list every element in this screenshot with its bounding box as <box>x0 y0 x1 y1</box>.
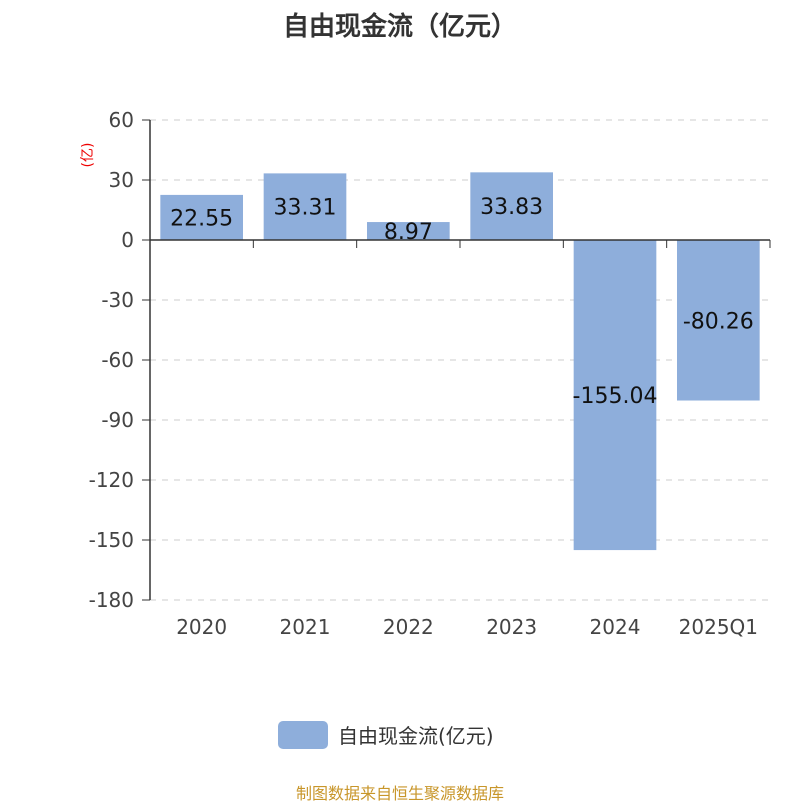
y-tick-label: -30 <box>101 288 134 312</box>
y-tick-label: -180 <box>89 588 134 612</box>
y-tick-label: 0 <box>121 228 134 252</box>
bar <box>367 222 450 240</box>
y-tick-label: -90 <box>101 408 134 432</box>
y-tick-label: -120 <box>89 468 134 492</box>
legend[interactable]: 自由现金流(亿元) <box>278 720 494 749</box>
x-tick-label: 2023 <box>486 615 537 639</box>
bar <box>160 194 243 240</box>
legend-swatch <box>278 720 328 749</box>
data-label: -155.04 <box>573 384 658 409</box>
data-label: 33.31 <box>274 196 337 221</box>
x-tick-label: 2020 <box>176 615 227 639</box>
bar <box>263 173 347 240</box>
data-label: -80.26 <box>683 309 754 334</box>
x-tick-label: 2022 <box>383 615 434 639</box>
y-tick-label: -150 <box>89 528 134 552</box>
bar <box>573 240 657 551</box>
bar-chart: 60 30 0 -30 -60 -90 -120 -150 -180 (亿) 22.55 2020 33… <box>80 108 771 639</box>
bar <box>677 240 760 401</box>
data-label: 33.83 <box>480 195 543 220</box>
y-tick-label: 60 <box>109 108 134 132</box>
legend-label: 自由现金流(亿元) <box>338 724 494 748</box>
y-axis-label: (亿) <box>80 143 96 168</box>
y-tick-label: 30 <box>109 168 134 192</box>
chart-title: 自由现金流（亿元） <box>282 12 517 42</box>
x-tick-label: 2025Q1 <box>679 615 758 639</box>
bar <box>470 172 553 240</box>
source-footer: 制图数据来自恒生聚源数据库 <box>295 784 504 803</box>
data-label: 22.55 <box>170 206 233 231</box>
x-tick-label: 2021 <box>280 615 331 639</box>
data-label: 8.97 <box>384 220 433 245</box>
x-tick-label: 2024 <box>590 615 641 639</box>
y-tick-label: -60 <box>101 348 134 372</box>
